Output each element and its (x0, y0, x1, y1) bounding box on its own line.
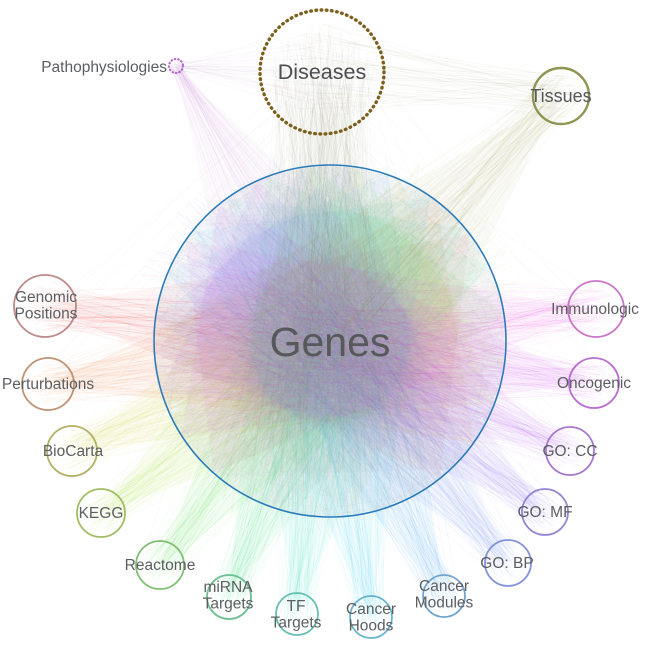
edge-bundle-go-mf (134, 190, 560, 531)
node-genes[interactable] (153, 164, 507, 518)
edge-bundle-cancer-modules (171, 144, 461, 613)
label-oncogenic: Oncogenic (557, 375, 631, 392)
node-tissues[interactable] (531, 66, 591, 126)
edge-fan-biocarta (72, 179, 495, 452)
label-pathophysiologies: Pathophysiologies (41, 59, 167, 76)
node-go-mf[interactable] (521, 488, 569, 536)
node-genomic-positions[interactable] (13, 274, 77, 338)
label-go-cc: GO: CC (542, 443, 597, 460)
label-biocarta: BioCarta (43, 443, 104, 460)
genes-internal-edges (155, 166, 505, 516)
edge-bundle-diseases-tissues (271, 23, 587, 119)
edge-bundle-reactome (142, 144, 508, 584)
edge-fan-mirna-targets (229, 176, 489, 597)
edge-bundle-tissues (133, 74, 582, 515)
edge-fan-oncogenic (181, 205, 594, 436)
node-cancer-modules[interactable] (422, 574, 466, 618)
node-oncogenic[interactable] (568, 357, 620, 409)
edge-bundle-cancer-hoods (185, 140, 419, 634)
edge-fan-reactome (160, 166, 504, 566)
edge-fan-genomic-positions (45, 234, 470, 479)
node-go-cc[interactable] (545, 426, 595, 476)
label-go-bp: GO: BP (480, 555, 533, 572)
label-immunologic: Immunologic (551, 301, 639, 318)
node-kegg[interactable] (76, 488, 126, 538)
edge-bundle-go-cc (130, 193, 590, 470)
label-reactome: Reactome (125, 557, 196, 574)
edge-fan-go-cc (161, 180, 571, 452)
edge-bundle-go-bp (165, 147, 525, 581)
node-tf-targets[interactable] (275, 592, 319, 636)
edge-bundle-oncogenic (140, 231, 614, 417)
node-pathophysiologies[interactable] (167, 57, 185, 75)
edge-bundle-mirna-targets (211, 144, 486, 615)
edge-fan-tf-targets (227, 198, 464, 614)
edge-fan-immunologic (185, 240, 597, 473)
edge-bundle-tf-targets (245, 140, 433, 631)
edge-fan-perturbations (48, 200, 474, 444)
node-diseases[interactable] (258, 8, 386, 136)
node-go-bp[interactable] (484, 539, 532, 587)
edge-bundle-pathophysiologies-tissues (170, 59, 574, 119)
node-immunologic[interactable] (567, 280, 625, 338)
node-cancer-hoods[interactable] (349, 595, 393, 639)
node-reactome[interactable] (135, 540, 185, 590)
edge-fan-kegg (101, 167, 505, 513)
edge-fan-tissues (154, 96, 561, 516)
edge-fan-go-mf (154, 167, 545, 512)
edge-fan-go-bp (155, 165, 508, 563)
label-genes: Genes (270, 319, 391, 365)
edge-fan-pathophysiologies (176, 66, 502, 509)
node-perturbations[interactable] (21, 357, 75, 411)
edge-bundle-pathophysiologies (170, 60, 519, 540)
node-biocarta[interactable] (46, 425, 98, 477)
label-tissues: Tissues (530, 86, 591, 106)
label-perturbations: Perturbations (2, 376, 94, 393)
label-go-mf: GO: MF (517, 504, 572, 521)
edge-bundle-perturbations (27, 198, 522, 445)
label-diseases: Diseases (278, 60, 366, 84)
genes-circle-fill (154, 165, 506, 517)
label-kegg: KEGG (79, 505, 124, 522)
edge-bundle-immunologic (132, 252, 618, 460)
edge-bundle-genomic-positions (21, 271, 526, 448)
node-layer (13, 8, 625, 639)
edge-fan-cancer-modules (167, 174, 445, 596)
edge-bundle-biocarta (52, 170, 527, 472)
node-mirna-targets[interactable] (206, 574, 252, 620)
edge-bundle-kegg (81, 144, 522, 532)
